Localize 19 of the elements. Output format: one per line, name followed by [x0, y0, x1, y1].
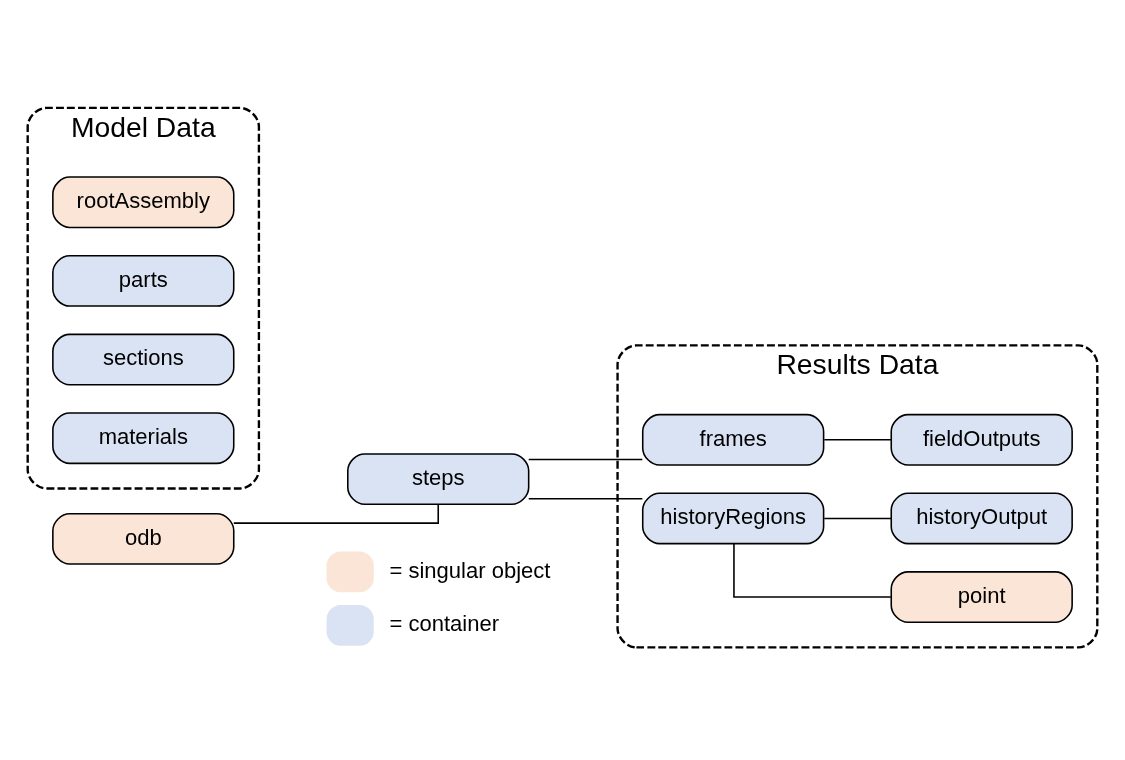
node-box: historyOutput	[890, 492, 1073, 545]
connector	[823, 517, 892, 520]
connector	[527, 458, 644, 461]
node-box: frames	[641, 413, 825, 466]
connector	[733, 542, 892, 598]
node-box: point	[890, 571, 1073, 624]
connector	[527, 497, 644, 500]
connector	[233, 503, 440, 524]
connector	[823, 439, 892, 441]
node-box: materials	[52, 412, 235, 465]
legend-label: = singular object	[389, 557, 551, 583]
node-box: parts	[52, 254, 235, 307]
node-box: odb	[52, 512, 235, 565]
legend-label: = container	[389, 611, 500, 637]
node-box: historyRegions	[641, 492, 825, 545]
node-box: fieldOutputs	[890, 413, 1073, 466]
node-box: sections	[52, 333, 235, 386]
node-box: rootAssembly	[52, 176, 235, 229]
node-box: steps	[347, 453, 530, 506]
